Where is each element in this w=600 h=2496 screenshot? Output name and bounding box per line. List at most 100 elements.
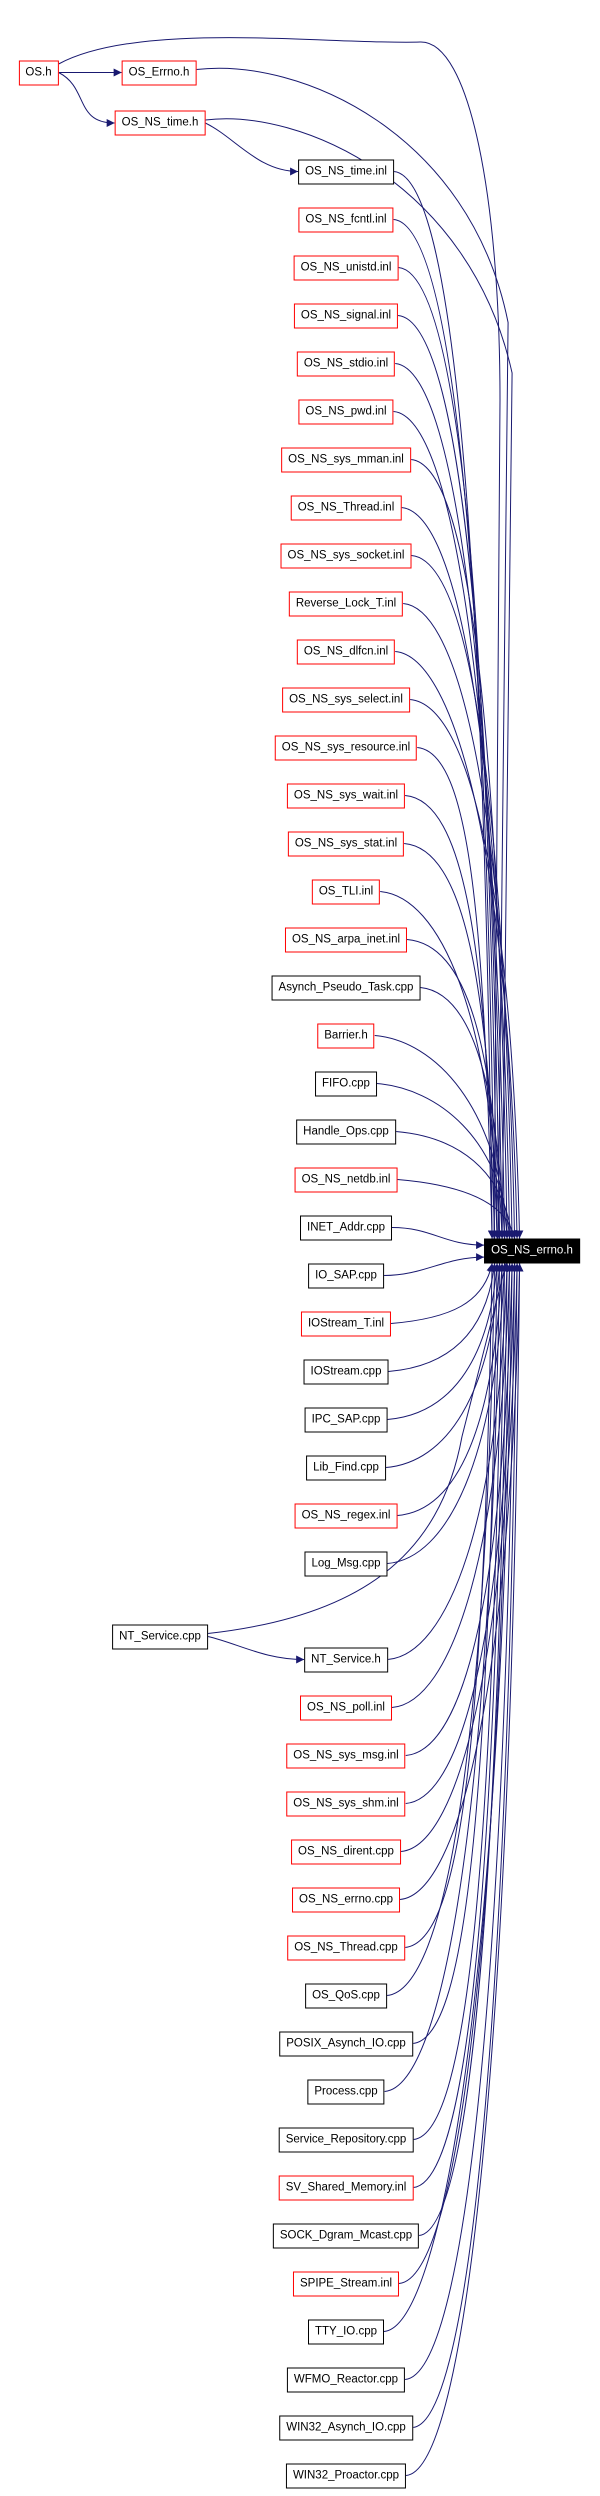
edge-os-ns-sys-stat-inl-to-target bbox=[404, 843, 501, 1239]
edge-os-ns-sys-wait-inl-to-target bbox=[405, 795, 499, 1239]
node-os-ns-dirent-cpp[interactable]: OS_NS_dirent.cpp bbox=[291, 1839, 401, 1864]
node-os-tli-inl[interactable]: OS_TLI.inl bbox=[311, 879, 381, 904]
node-sock-dgram-mcast-cpp[interactable]: SOCK_Dgram_Mcast.cpp bbox=[272, 2223, 420, 2248]
edge-os-ns-sys-mman-inl-to-target bbox=[410, 459, 511, 1239]
edge-os-ns-poll-inl-to-target bbox=[391, 1263, 514, 1708]
edge-tty-io-cpp-to-target bbox=[383, 1263, 516, 2332]
node-inet-addr-cpp[interactable]: INET_Addr.cpp bbox=[300, 1215, 392, 1240]
node-fifo-cpp[interactable]: FIFO.cpp bbox=[315, 1071, 377, 1096]
node-handle-ops-cpp[interactable]: Handle_Ops.cpp bbox=[296, 1119, 396, 1144]
node-nt-service-cpp[interactable]: NT_Service.cpp bbox=[112, 1624, 208, 1649]
node-iostream-t-inl[interactable]: IOStream_T.inl bbox=[300, 1311, 392, 1336]
edge-os-ns-unistd-inl-to-target bbox=[398, 267, 501, 1239]
edge-handle-ops-cpp-to-target bbox=[395, 1131, 516, 1239]
node-os-ns-time-h[interactable]: OS_NS_time.h bbox=[114, 110, 206, 136]
node-os-ns-thread-cpp[interactable]: OS_NS_Thread.cpp bbox=[287, 1935, 405, 1960]
edge-wfmo-reactor-cpp-to-target bbox=[405, 1263, 519, 2380]
edge-os-ns-pwd-inl-to-target bbox=[393, 411, 509, 1239]
node-os-ns-regex-inl[interactable]: OS_NS_regex.inl bbox=[294, 1503, 398, 1528]
edge-os-ns-time-inl-to-target bbox=[393, 171, 496, 1239]
node-os-ns-unistd-inl[interactable]: OS_NS_unistd.inl bbox=[293, 255, 399, 280]
edge-os-ns-arpa-inet-inl-to-target bbox=[406, 939, 506, 1239]
node-os-ns-time-inl[interactable]: OS_NS_time.inl bbox=[298, 159, 394, 184]
node-tty-io-cpp[interactable]: TTY_IO.cpp bbox=[308, 2319, 384, 2344]
edge-asynch-pseudo-task-cpp-to-target bbox=[420, 987, 509, 1239]
edge-os-ns-signal-inl-to-target bbox=[398, 315, 504, 1239]
node-posix-asynch-io-cpp[interactable]: POSIX_Asynch_IO.cpp bbox=[279, 2031, 413, 2056]
node-nt-service-h[interactable]: NT_Service.h bbox=[304, 1647, 388, 1672]
node-barrier-h[interactable]: Barrier.h bbox=[317, 1023, 375, 1048]
edge-os-tli-inl-to-target bbox=[380, 891, 504, 1239]
edge-os-ns-regex-inl-to-target bbox=[397, 1263, 506, 1516]
node-os-ns-signal-inl[interactable]: OS_NS_signal.inl bbox=[293, 303, 399, 328]
edge-win32-asynch-io-cpp-to-target bbox=[412, 1263, 522, 2428]
edge-os-ns-netdb-inl-to-target bbox=[397, 1179, 517, 1239]
node-os-ns-thread-inl[interactable]: OS_NS_Thread.inl bbox=[290, 495, 402, 520]
node-os-h[interactable]: OS.h bbox=[18, 60, 59, 85]
target-node-os-ns-errno-h: OS_NS_errno.h bbox=[484, 1238, 580, 1264]
edge-os-h-to-os-ns-time-h bbox=[58, 72, 115, 127]
node-spipe-stream-inl[interactable]: SPIPE_Stream.inl bbox=[292, 2271, 400, 2296]
edge-sv-shared-memory-inl-to-target bbox=[413, 1263, 509, 2188]
edge-spipe-stream-inl-to-target bbox=[398, 1263, 514, 2284]
node-log-msg-cpp[interactable]: Log_Msg.cpp bbox=[304, 1551, 388, 1576]
edge-os-ns-thread-cpp-to-target bbox=[404, 1263, 496, 1948]
node-os-ns-sys-mman-inl[interactable]: OS_NS_sys_mman.inl bbox=[281, 447, 411, 472]
node-win32-proactor-cpp[interactable]: WIN32_Proactor.cpp bbox=[285, 2463, 407, 2488]
edge-nt-service-h-to-target bbox=[387, 1263, 511, 1660]
node-iostream-cpp[interactable]: IOStream.cpp bbox=[303, 1359, 389, 1384]
edge-ipc-sap-cpp-to-target bbox=[387, 1263, 501, 1420]
node-os-ns-fcntl-inl[interactable]: OS_NS_fcntl.inl bbox=[298, 207, 394, 232]
edge-nt-service-cpp-to-nt-service-h bbox=[207, 1636, 305, 1664]
node-os-ns-stdio-inl[interactable]: OS_NS_stdio.inl bbox=[296, 351, 396, 376]
node-wfmo-reactor-cpp[interactable]: WFMO_Reactor.cpp bbox=[286, 2367, 406, 2392]
edge-os-ns-sys-resource-inl-to-target bbox=[417, 747, 496, 1239]
node-reverse-lock-t-inl[interactable]: Reverse_Lock_T.inl bbox=[288, 591, 404, 616]
node-os-ns-sys-select-inl[interactable]: OS_NS_sys_select.inl bbox=[282, 687, 410, 712]
edge-nt-service-cpp-to-target bbox=[207, 1263, 508, 1634]
node-os-ns-sys-msg-inl[interactable]: OS_NS_sys_msg.inl bbox=[286, 1743, 406, 1768]
edge-os-errno-h-to-target bbox=[196, 67, 509, 1239]
edge-os-h-to-target bbox=[58, 37, 501, 1239]
node-os-ns-poll-inl[interactable]: OS_NS_poll.inl bbox=[300, 1695, 392, 1720]
node-os-ns-arpa-inet-inl[interactable]: OS_NS_arpa_inet.inl bbox=[284, 927, 408, 952]
node-os-errno-h[interactable]: OS_Errno.h bbox=[121, 60, 197, 85]
edge-win32-proactor-cpp-to-target bbox=[406, 1263, 524, 2476]
node-service-repository-cpp[interactable]: Service_Repository.cpp bbox=[278, 2127, 414, 2152]
edge-log-msg-cpp-to-target bbox=[387, 1263, 509, 1564]
edge-reverse-lock-t-inl-to-target bbox=[403, 603, 519, 1239]
node-asynch-pseudo-task-cpp[interactable]: Asynch_Pseudo_Task.cpp bbox=[271, 975, 421, 1000]
edge-os-ns-sys-msg-inl-to-target bbox=[405, 1263, 516, 1756]
node-os-ns-sys-shm-inl[interactable]: OS_NS_sys_shm.inl bbox=[286, 1791, 406, 1816]
node-os-ns-sys-wait-inl[interactable]: OS_NS_sys_wait.inl bbox=[286, 783, 406, 808]
node-os-ns-pwd-inl[interactable]: OS_NS_pwd.inl bbox=[298, 399, 394, 424]
edge-lib-find-cpp-to-target bbox=[385, 1263, 504, 1468]
node-os-ns-sys-socket-inl[interactable]: OS_NS_sys_socket.inl bbox=[280, 543, 412, 568]
edge-iostream-cpp-to-target bbox=[388, 1263, 498, 1372]
node-os-ns-sys-stat-inl[interactable]: OS_NS_sys_stat.inl bbox=[287, 831, 405, 856]
edge-io-sap-cpp-to-target bbox=[383, 1253, 485, 1276]
edge-os-ns-sys-socket-inl-to-target bbox=[411, 555, 516, 1239]
node-win32-asynch-io-cpp[interactable]: WIN32_Asynch_IO.cpp bbox=[279, 2415, 413, 2440]
node-process-cpp[interactable]: Process.cpp bbox=[307, 2079, 385, 2104]
edge-iostream-t-inl-to-target bbox=[390, 1263, 495, 1324]
edge-process-cpp-to-target bbox=[384, 1263, 504, 2092]
node-os-qos-cpp[interactable]: OS_QoS.cpp bbox=[305, 1983, 387, 2008]
edge-os-ns-time-h-to-os-ns-time-inl bbox=[205, 122, 299, 176]
node-os-ns-sys-resource-inl[interactable]: OS_NS_sys_resource.inl bbox=[274, 735, 418, 760]
edge-inet-addr-cpp-to-target bbox=[391, 1227, 485, 1250]
edge-os-ns-dirent-cpp-to-target bbox=[400, 1263, 521, 1852]
edge-service-repository-cpp-to-target bbox=[413, 1263, 506, 2140]
node-os-ns-dlfcn-inl[interactable]: OS_NS_dlfcn.inl bbox=[296, 639, 396, 664]
node-sv-shared-memory-inl[interactable]: SV_Shared_Memory.inl bbox=[278, 2175, 414, 2200]
edge-os-qos-cpp-to-target bbox=[386, 1263, 499, 1996]
edge-os-ns-sys-select-inl-to-target bbox=[409, 699, 524, 1239]
node-os-ns-errno-cpp[interactable]: OS_NS_errno.cpp bbox=[292, 1887, 400, 1912]
node-ipc-sap-cpp[interactable]: IPC_SAP.cpp bbox=[304, 1407, 388, 1432]
edge-posix-asynch-io-cpp-to-target bbox=[412, 1263, 501, 2044]
node-io-sap-cpp[interactable]: IO_SAP.cpp bbox=[308, 1263, 384, 1288]
edge-os-ns-errno-cpp-to-target bbox=[399, 1263, 524, 1900]
node-os-ns-netdb-inl[interactable]: OS_NS_netdb.inl bbox=[294, 1167, 398, 1192]
node-lib-find-cpp[interactable]: Lib_Find.cpp bbox=[306, 1455, 386, 1480]
